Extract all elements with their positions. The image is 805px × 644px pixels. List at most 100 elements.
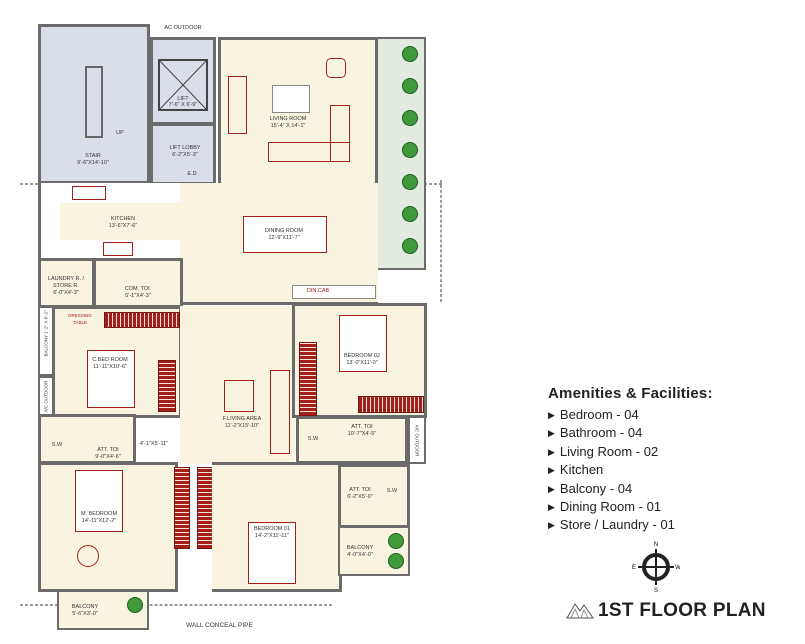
dressing-table-label: DRESSING TABLE bbox=[68, 313, 92, 325]
bedroom-02-dims: 13'-0"X11'-0" bbox=[346, 360, 378, 366]
balcony-bottom-dims: 5'-6"X3'-0" bbox=[72, 611, 98, 617]
living-name: LIVING ROOM bbox=[269, 116, 307, 122]
dining-name: DINING ROOM bbox=[265, 228, 303, 234]
floor-plan-title: 1ST FLOOR PLAN bbox=[598, 600, 766, 621]
plant-icon bbox=[402, 238, 418, 254]
grid-line bbox=[440, 180, 442, 302]
list-item: ▶Dining Room - 01 bbox=[548, 498, 713, 516]
triangle-bullet-icon: ▶ bbox=[548, 410, 555, 420]
bed-icon bbox=[248, 522, 296, 584]
m-bedroom-dims: 14'-11"X12'-2" bbox=[81, 518, 117, 524]
dining-cabinet bbox=[292, 285, 376, 299]
compass-w: W bbox=[675, 565, 680, 571]
kitchen-dims: 13'-6"X7'-6" bbox=[108, 223, 138, 229]
stair-core bbox=[85, 66, 103, 138]
ac-outdoor-right-label: A/C OUTDOOR bbox=[414, 424, 420, 457]
family-table bbox=[224, 380, 254, 412]
coffee-table bbox=[272, 85, 310, 113]
lift-lobby-name: LIFT LOBBY bbox=[169, 145, 201, 151]
label-ac-outdoor: AC OUTDOOR bbox=[164, 25, 201, 32]
ac-outdoor-left-label: A/C OUTDOOR bbox=[43, 380, 49, 413]
stove-icon bbox=[103, 242, 133, 256]
sofa-right bbox=[330, 105, 350, 162]
plant-icon bbox=[388, 533, 404, 549]
compass-s: S bbox=[654, 588, 658, 592]
compass-icon: N S E W bbox=[632, 542, 680, 592]
balcony-bottom-name: BALCONY bbox=[71, 604, 99, 610]
wardrobe bbox=[299, 342, 317, 416]
amenity-text: Bathroom - 04 bbox=[559, 425, 643, 441]
planter-balcony bbox=[376, 37, 426, 270]
laundry-dims: 6'-0"X4'-3" bbox=[53, 290, 79, 296]
ac-outdoor-right bbox=[408, 416, 426, 464]
stair-dims: 9'-6"X14'-10" bbox=[77, 160, 109, 166]
amenities-panel: Amenities & Facilities: ▶ Bedroom - 04 ▶ B… bbox=[548, 385, 713, 535]
bed-icon bbox=[75, 470, 123, 532]
sink-icon bbox=[72, 186, 106, 200]
wall-conceal-pipe-label: WALL CONCEAL PIPE bbox=[186, 622, 253, 629]
sw-label: S.W bbox=[51, 442, 63, 448]
list-item: ▶Kitchen bbox=[548, 461, 713, 479]
compass-n: N bbox=[654, 542, 658, 548]
att-toi-left-dims: 9'-0"X4'-6" bbox=[95, 454, 121, 460]
wardrobe bbox=[197, 467, 213, 549]
label-ed: E.D bbox=[187, 171, 197, 177]
f-living-dims: 11'-2"X15'-10" bbox=[224, 423, 260, 429]
m-bedroom-name: M. BEDROOM bbox=[80, 511, 118, 517]
f-living-name: F.LIVING AREA bbox=[222, 416, 262, 422]
din-cab-label: DIN.CAB bbox=[306, 288, 330, 294]
kitchen-name: KITCHEN bbox=[110, 216, 136, 222]
triangle-bullet-icon: ▶ bbox=[548, 483, 555, 494]
room-com-toilet bbox=[93, 258, 183, 308]
plant-icon bbox=[402, 174, 418, 190]
att-toi-right-dims: 10'-7"X4'-5" bbox=[347, 431, 377, 437]
kitchen-floor bbox=[60, 203, 180, 240]
compass-e: E bbox=[632, 565, 636, 571]
lift-cross-icon bbox=[158, 59, 208, 111]
balcony-small-dims: 4'-0"X4'-0" bbox=[347, 552, 373, 558]
living-dims: 15'-4" X 14'-1" bbox=[270, 123, 306, 129]
plant-icon bbox=[402, 78, 418, 94]
amenity-text: Living Room - 02 bbox=[559, 443, 659, 459]
triangle-bullet-icon: ▶ bbox=[548, 428, 555, 439]
plant-icon bbox=[402, 110, 418, 126]
room-lift-lobby bbox=[150, 123, 216, 185]
label-up: UP bbox=[116, 130, 124, 136]
triangle-bullet-icon: ▶ bbox=[548, 502, 555, 513]
lift-dims: 7'-6" X 6'-9" bbox=[168, 102, 198, 108]
wardrobe bbox=[158, 360, 176, 412]
bed-icon bbox=[87, 350, 135, 408]
list-item: ▶Living Room - 02 bbox=[548, 443, 713, 461]
room-att-toi-left bbox=[38, 414, 136, 464]
sw-label: S.W bbox=[307, 436, 319, 442]
list-item: ▶ Balcony - 04 bbox=[548, 480, 713, 498]
dining-dims: 12'-9"X11'-7" bbox=[268, 235, 300, 241]
bedroom-01-dims: 14'-2"X11'-11" bbox=[255, 533, 289, 539]
amenities-list: ▶Bedroom - 04 ▶Bathroom - 04 ▶Living Roo… bbox=[548, 406, 713, 535]
sw-label: S.W bbox=[386, 488, 398, 494]
list-item: ▶Store / Laundry - 01 bbox=[548, 516, 713, 534]
room-balcony-bottom bbox=[57, 590, 149, 630]
dining-table bbox=[243, 216, 327, 253]
att-toi-small-dims: 6'-2"X5'-0" bbox=[347, 494, 373, 500]
amenity-text: Balcony - 04 bbox=[559, 480, 633, 496]
round-table bbox=[77, 545, 99, 567]
bedroom-02-name: BEDROOM 02 bbox=[343, 353, 381, 359]
amenity-text: Bedroom - 04 bbox=[559, 407, 639, 422]
balcony-small-name: BALCONY bbox=[346, 545, 374, 551]
c-bed-name: C.BED ROOM bbox=[92, 357, 128, 363]
ac-outdoor-text: AC OUTDOOR bbox=[164, 25, 202, 31]
att-toi-left-name: ATT. TOI bbox=[97, 447, 119, 453]
com-toi-dims: 5'-1"X4'-3" bbox=[125, 293, 151, 299]
armchair bbox=[326, 58, 346, 78]
triangle-bullet-icon: ▶ bbox=[548, 465, 555, 476]
list-item: ▶ Bedroom - 04 bbox=[548, 406, 713, 424]
wardrobe bbox=[174, 467, 190, 549]
plant-icon bbox=[402, 206, 418, 222]
plant-icon bbox=[402, 46, 418, 62]
plant-icon bbox=[388, 553, 404, 569]
laundry-name: LAUNDRY R. / STORE R. bbox=[47, 276, 85, 289]
sofa-left bbox=[228, 76, 247, 134]
amenities-title: Amenities & Facilities: bbox=[548, 385, 713, 402]
